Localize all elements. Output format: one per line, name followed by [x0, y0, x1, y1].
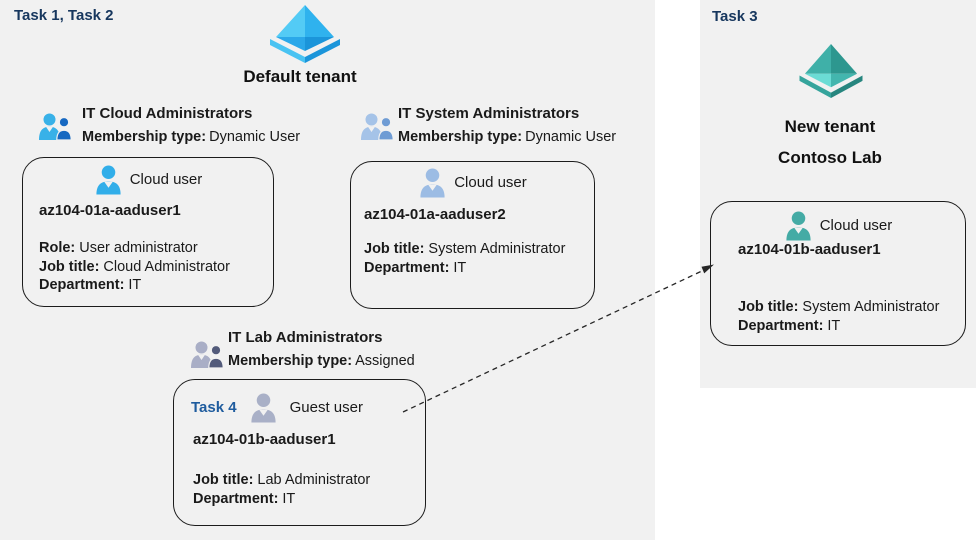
field-value: IT [453, 259, 467, 276]
guest-user-icon [249, 392, 278, 423]
membership-type-label: Membership type: [228, 353, 353, 369]
username: az104-01a-aaduser2 [364, 206, 506, 223]
membership-type-label: Membership type: [82, 129, 207, 145]
field-label: Job title: [738, 299, 799, 315]
user-type-label: Guest user [289, 399, 363, 416]
group-membership-system-admins: Membership type:Dynamic User [398, 129, 616, 145]
user-fields: Job title:System Administrator Departmen… [738, 298, 939, 335]
cloud-user-icon [94, 164, 123, 195]
username: az104-01b-aaduser1 [738, 241, 881, 258]
field-label: Department: [193, 490, 279, 507]
task-3-label: Task 3 [712, 8, 758, 25]
field-label: Department: [738, 317, 824, 334]
group-icon-cloud-admins [38, 112, 74, 141]
default-tenant-title: Default tenant [243, 67, 357, 86]
user-type-label: Cloud user [129, 171, 203, 188]
field-value: User administrator [79, 240, 198, 256]
azure-ad-tenant-icon-teal [795, 40, 867, 102]
azure-ad-tenant-icon-blue [265, 4, 345, 64]
new-tenant-title-line2: Contoso Lab [778, 148, 882, 167]
group-name-system-admins: IT System Administrators [398, 105, 580, 122]
new-tenant-title-line1: New tenant [784, 117, 876, 136]
field-value: Cloud Administrator [103, 258, 230, 275]
group-icon-lab-admins [190, 340, 226, 369]
cloud-user-icon [784, 210, 813, 241]
field-value: Lab Administrator [257, 472, 371, 488]
field-value: System Administrator [802, 299, 940, 315]
group-membership-lab-admins: Membership type:Assigned [228, 353, 415, 369]
user-type-label: Cloud user [819, 217, 893, 234]
task-1-2-label: Task 1, Task 2 [14, 7, 114, 24]
user-card-aaduser2: Cloud user az104-01a-aaduser2 Job title:… [350, 161, 595, 309]
group-icon-system-admins [360, 112, 396, 141]
field-label: Job title: [364, 241, 425, 257]
field-label: Job title: [39, 258, 100, 275]
guest-user-card: Task 4 Guest user az104-01b-aaduser1 Job… [173, 379, 426, 526]
group-membership-cloud-admins: Membership type:Dynamic User [82, 129, 300, 145]
membership-type-value: Assigned [355, 353, 415, 369]
user-card-aaduser1: Cloud user az104-01a-aaduser1 Role:User … [22, 157, 274, 307]
new-tenant-user-card: Cloud user az104-01b-aaduser1 Job title:… [710, 201, 966, 346]
user-fields: Job title:System Administrator Departmen… [364, 240, 565, 277]
user-fields: Job title:Lab Administrator Department:I… [193, 471, 370, 508]
field-value: System Administrator [428, 241, 566, 257]
field-label: Department: [364, 259, 450, 276]
username: az104-01a-aaduser1 [39, 202, 181, 219]
field-label: Role: [39, 240, 76, 256]
task-4-label: Task 4 [191, 399, 237, 416]
user-fields: Role:User administrator Job title:Cloud … [39, 239, 230, 295]
membership-type-value: Dynamic User [209, 129, 301, 145]
group-name-cloud-admins: IT Cloud Administrators [82, 105, 253, 122]
user-type-label: Cloud user [454, 174, 527, 191]
field-value: IT [282, 490, 296, 507]
username: az104-01b-aaduser1 [193, 431, 336, 448]
field-label: Department: [39, 277, 125, 293]
cloud-user-icon [418, 167, 447, 198]
membership-type-value: Dynamic User [525, 129, 617, 145]
membership-type-label: Membership type: [398, 129, 523, 145]
group-name-lab-admins: IT Lab Administrators [228, 329, 383, 346]
field-value: IT [128, 277, 142, 293]
field-value: IT [827, 317, 841, 334]
field-label: Job title: [193, 472, 254, 488]
